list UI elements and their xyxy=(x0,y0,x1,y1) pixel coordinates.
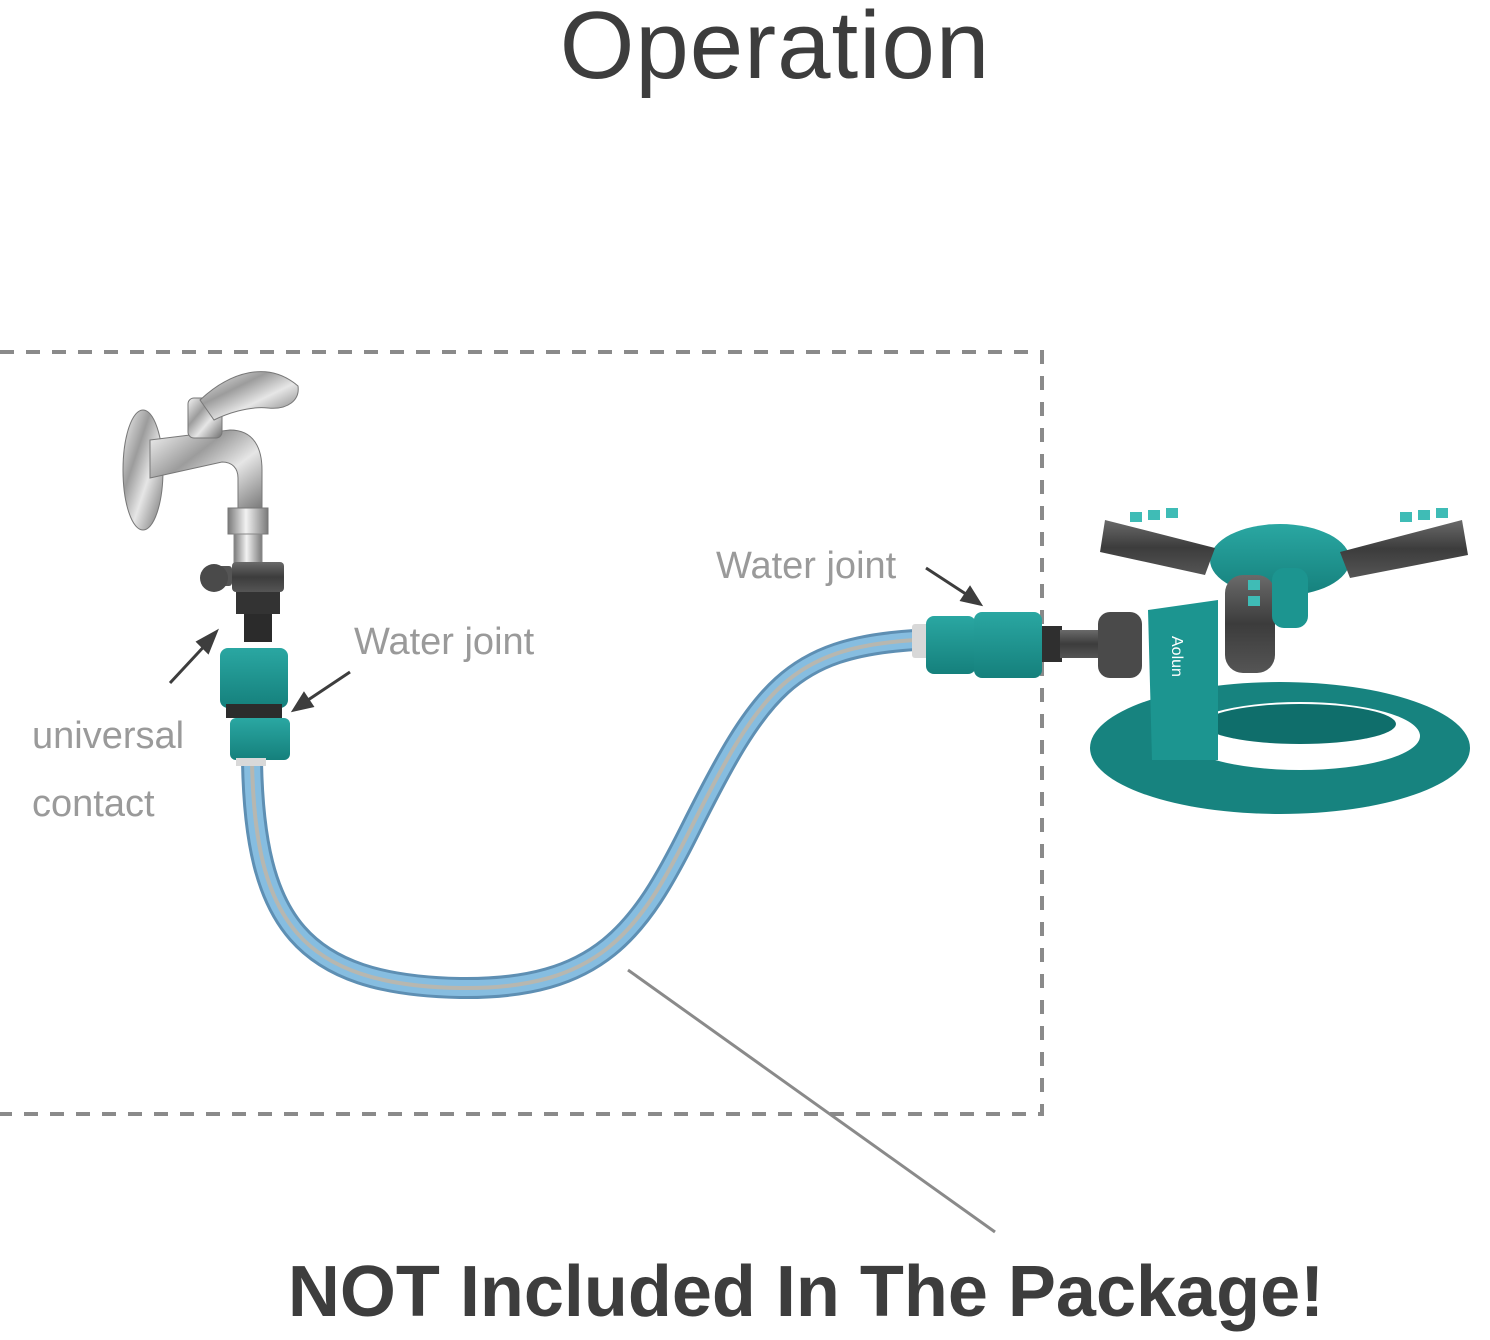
tap-water-joint-arrowhead xyxy=(290,691,315,713)
sprinkler-icon: Aolun xyxy=(1090,508,1470,814)
universal-contact-label-line2: contact xyxy=(32,783,155,825)
sprinkler-water-joint-connector xyxy=(912,612,1102,678)
water-joint-tap-label: Water joint xyxy=(354,621,535,663)
page-title: Operation xyxy=(559,0,991,99)
universal-contact-arrowhead xyxy=(195,628,219,655)
faucet-icon xyxy=(122,371,299,565)
tap-water-joint-arrow xyxy=(301,670,351,706)
water-joint-sprinkler-label: Water joint xyxy=(716,545,897,587)
hose-leader-line xyxy=(627,968,996,1234)
sprinkler-water-joint-arrowhead xyxy=(959,585,984,607)
not-included-notice: NOT Included In The Package! xyxy=(287,1252,1325,1332)
brand-label: Aolun xyxy=(1168,636,1185,677)
package-boundary-dashed-box xyxy=(0,350,1044,1116)
garden-hose xyxy=(241,629,926,1000)
callout-arrows xyxy=(168,566,984,713)
universal-contact-label-line1: universal xyxy=(32,715,185,757)
sprinkler-water-joint-arrow xyxy=(925,566,973,600)
tap-water-joint-connector xyxy=(220,648,290,766)
universal-contact-adapter xyxy=(200,562,284,642)
